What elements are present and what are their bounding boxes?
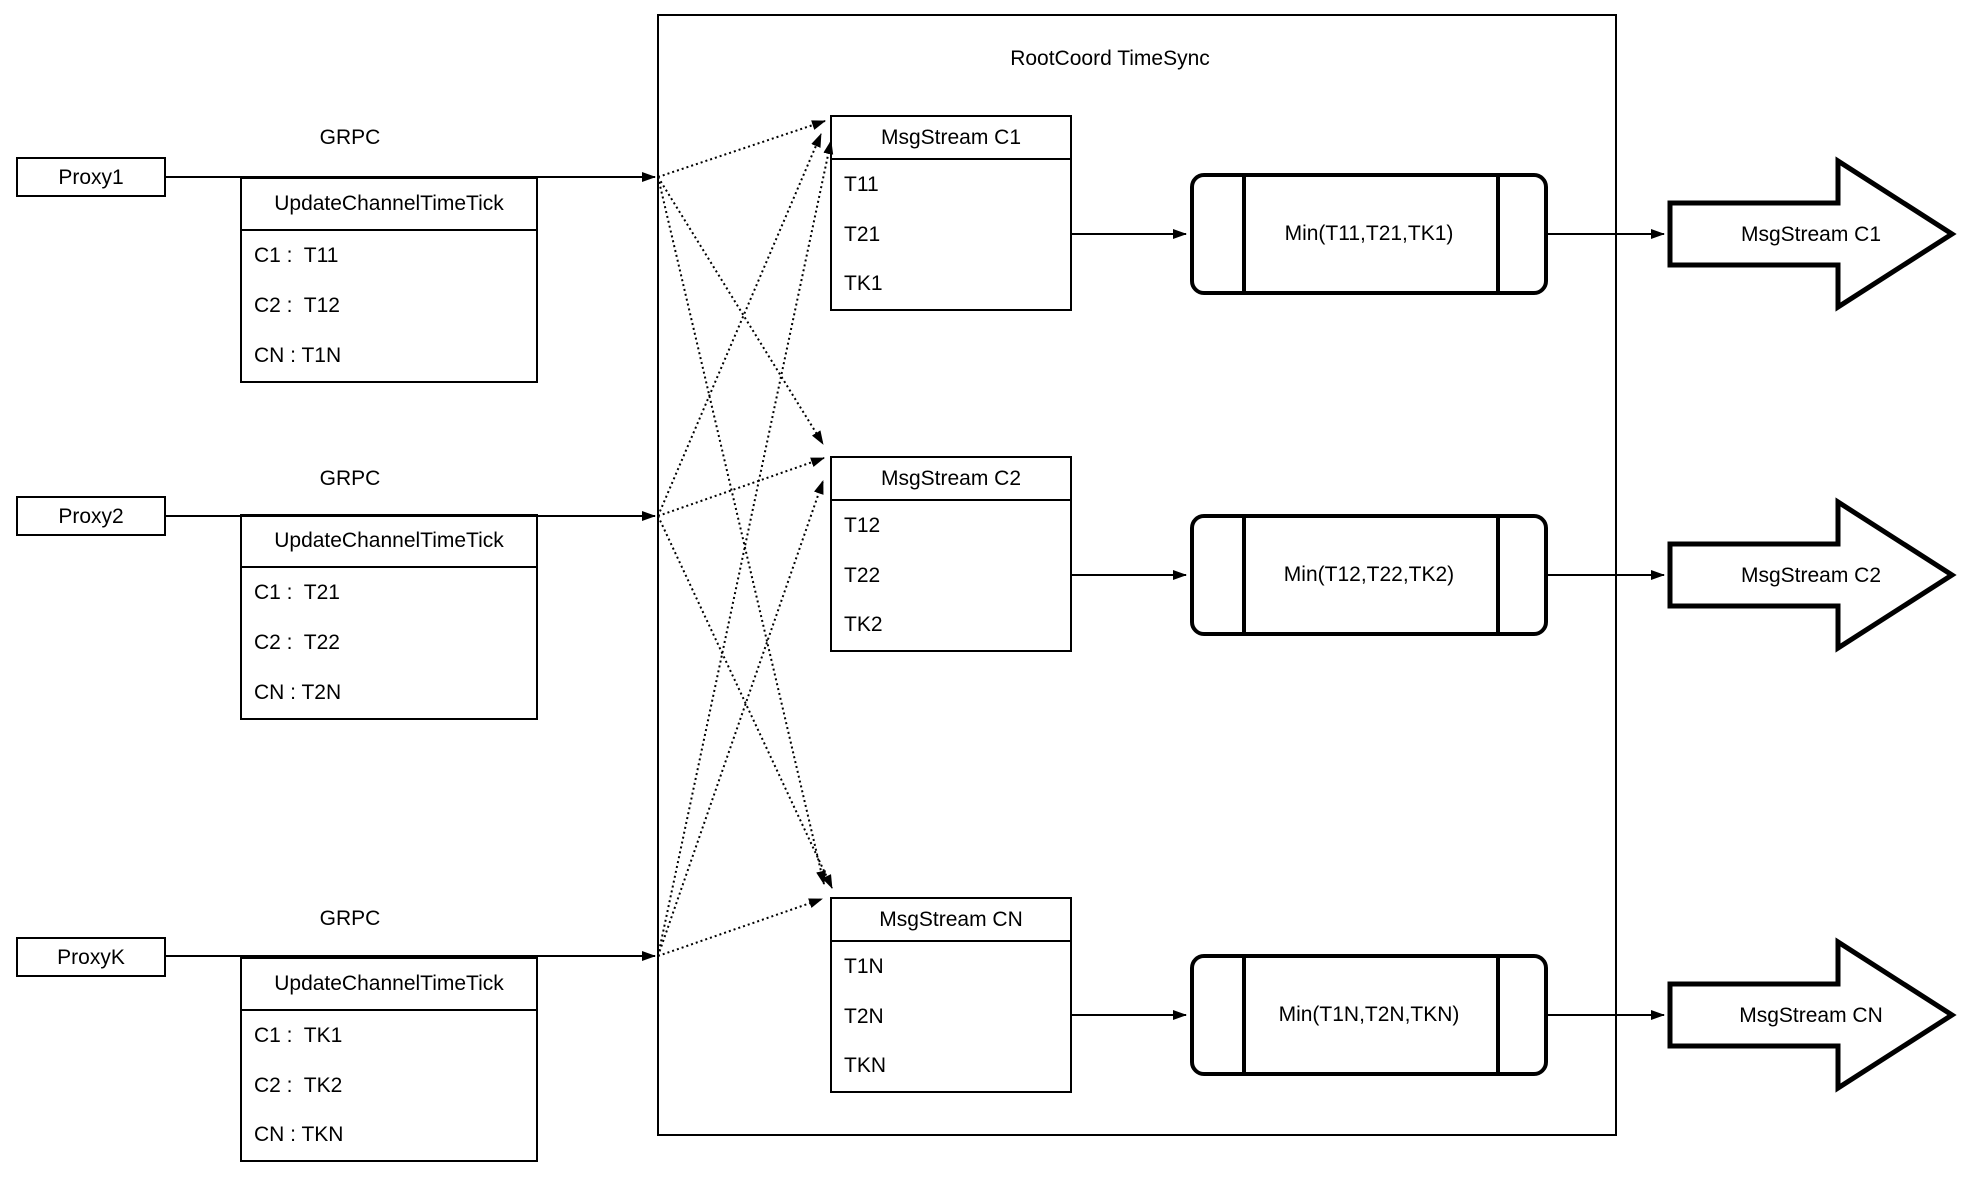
table-row: C1 : TK1 — [254, 1023, 343, 1047]
proxy1-label: Proxy1 — [58, 165, 124, 189]
table-header: MsgStream CN — [832, 899, 1070, 942]
table-row: TK1 — [844, 272, 883, 296]
table-row: T22 — [844, 563, 881, 587]
min-box-c1: Min(T11,T21,TK1) — [1190, 173, 1548, 295]
table-row: T2N — [844, 1004, 884, 1028]
min-label: Min(T11,T21,TK1) — [1284, 222, 1454, 245]
table-row: CN : T1N — [254, 344, 342, 367]
rootcoord-timesync-title: RootCoord TimeSync — [1010, 46, 1210, 70]
update-channel-timetick-table-1: UpdateChannelTimeTick C1 : T11 C2 : T12 … — [240, 177, 538, 383]
table-row: T21 — [844, 222, 881, 246]
msgstream-c1-table: MsgStream C1 T11 T21 TK1 — [830, 115, 1072, 311]
proxy2-box: Proxy2 — [16, 496, 166, 536]
table-header: UpdateChannelTimeTick — [242, 179, 536, 231]
msgstream-cn-output-arrow — [1667, 937, 1957, 1093]
table-row: TK2 — [844, 613, 883, 637]
msgstream-c1-output-arrow — [1667, 156, 1957, 312]
proxy2-label: Proxy2 — [58, 504, 124, 528]
table-row: CN : T2N — [254, 681, 342, 704]
table-row: T12 — [844, 513, 881, 537]
grpc-label-1: GRPC — [319, 125, 381, 149]
min-label: Min(T1N,T2N,TKN) — [1278, 1003, 1460, 1026]
table-row: CN : TKN — [254, 1123, 344, 1147]
table-row: C1 : T11 — [254, 244, 339, 267]
proxy1-box: Proxy1 — [16, 157, 166, 197]
msgstream-c2-output-label: MsgStream C2 — [1741, 564, 1881, 587]
table-row: C2 : T12 — [254, 294, 340, 317]
msgstream-c2-table: MsgStream C2 T12 T22 TK2 — [830, 456, 1072, 652]
min-box-cn: Min(T1N,T2N,TKN) — [1190, 954, 1548, 1076]
update-channel-timetick-table-3: UpdateChannelTimeTick C1 : TK1 C2 : TK2 … — [240, 957, 538, 1162]
table-header: UpdateChannelTimeTick — [242, 959, 536, 1011]
min-label: Min(T12,T22,TK2) — [1283, 563, 1455, 586]
table-header: UpdateChannelTimeTick — [242, 516, 536, 568]
table-row: T11 — [844, 172, 879, 196]
table-header: MsgStream C2 — [832, 458, 1070, 501]
table-row: T1N — [844, 954, 884, 978]
grpc-label-2: GRPC — [319, 466, 381, 490]
proxyk-label: ProxyK — [57, 945, 125, 969]
table-row: C1 : T21 — [254, 581, 340, 604]
table-row: C2 : T22 — [254, 631, 340, 654]
grpc-label-3: GRPC — [319, 906, 381, 930]
msgstream-c1-output-label: MsgStream C1 — [1741, 223, 1881, 246]
update-channel-timetick-table-2: UpdateChannelTimeTick C1 : T21 C2 : T22 … — [240, 514, 538, 720]
table-row: C2 : TK2 — [254, 1073, 343, 1097]
msgstream-cn-output-label: MsgStream CN — [1739, 1004, 1883, 1027]
proxyk-box: ProxyK — [16, 937, 166, 977]
table-row: TKN — [844, 1054, 886, 1078]
min-box-c2: Min(T12,T22,TK2) — [1190, 514, 1548, 636]
msgstream-c2-output-arrow — [1667, 497, 1957, 653]
msgstream-cn-table: MsgStream CN T1N T2N TKN — [830, 897, 1072, 1093]
table-header: MsgStream C1 — [832, 117, 1070, 160]
